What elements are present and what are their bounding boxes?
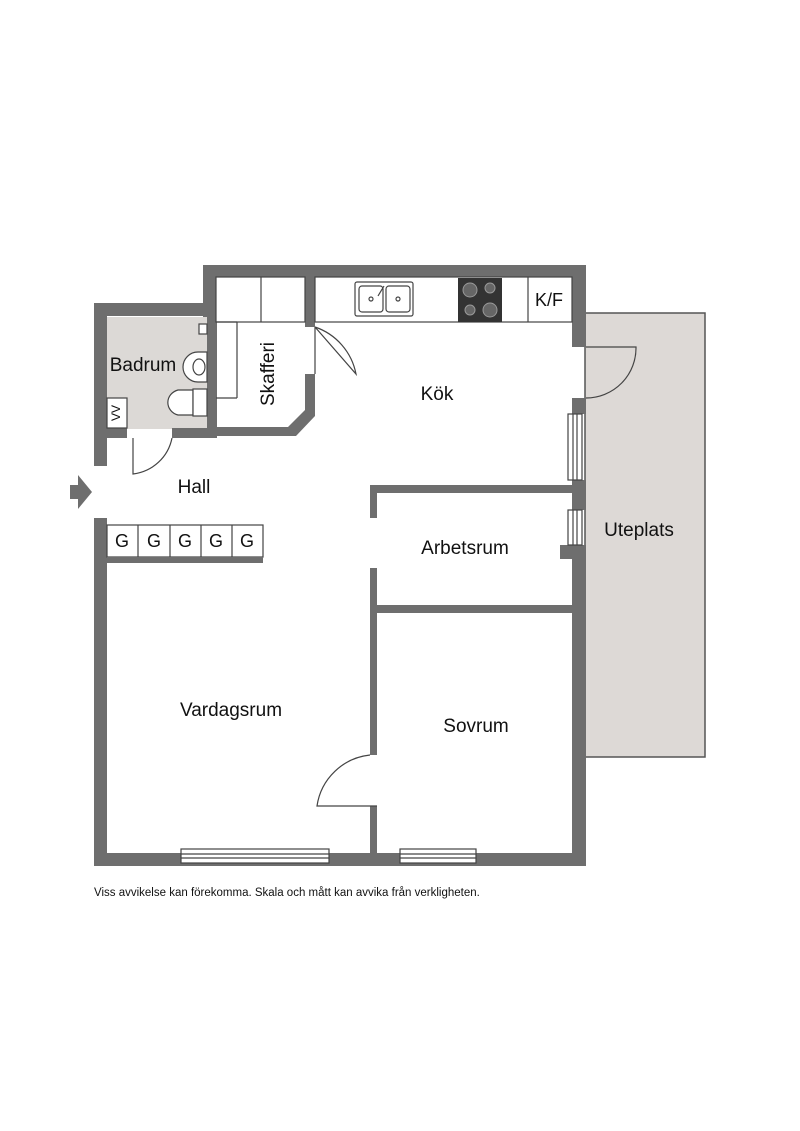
room-label-sovrum: Sovrum	[443, 716, 508, 737]
room-label-badrum: Badrum	[110, 355, 177, 376]
room-label-skafferi: Skafferi	[258, 342, 279, 406]
disclaimer-text: Viss avvikelse kan förekomma. Skala och …	[94, 887, 480, 899]
wardrobe-label-5: G	[240, 531, 254, 551]
toilet-icon	[167, 389, 194, 416]
room-label-kok: Kök	[421, 384, 454, 405]
windows	[180, 413, 583, 864]
room-label-vardagsrum: Vardagsrum	[180, 700, 282, 721]
tap-icon	[198, 323, 208, 335]
wardrobe-label-2: G	[147, 531, 161, 551]
vv-label: VV	[109, 405, 123, 421]
wardrobe-row	[106, 524, 264, 563]
terrace-area	[584, 312, 706, 758]
room-label-hall: Hall	[178, 477, 211, 498]
doors	[132, 326, 637, 807]
stove-icon	[458, 278, 502, 322]
entrance-arrow-icon	[70, 475, 92, 509]
wardrobe-label-4: G	[209, 531, 223, 551]
wardrobe-label-3: G	[178, 531, 192, 551]
vv-box	[106, 397, 128, 429]
sink-icon	[354, 281, 414, 317]
room-label-arbetsrum: Arbetsrum	[421, 538, 509, 559]
bathroom-fixtures	[106, 323, 208, 429]
wardrobe-label-1: G	[115, 531, 129, 551]
room-label-uteplats: Uteplats	[604, 520, 674, 541]
kf-label: K/F	[535, 290, 563, 310]
